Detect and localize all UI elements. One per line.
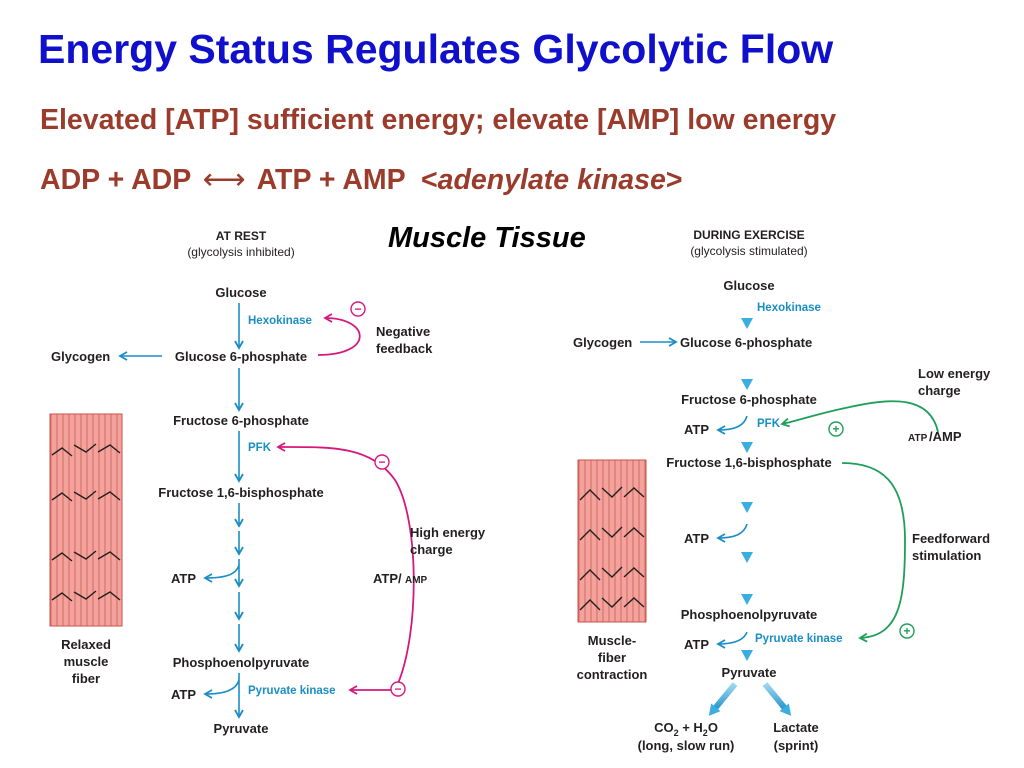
co2-part-a: CO (654, 720, 674, 735)
exercise-co2-note: (long, slow run) (638, 738, 735, 753)
rest-minus-icon-3 (390, 681, 406, 697)
rest-neg-feedback-2: feedback (376, 341, 433, 356)
rest-pfk-inhibition-arrow (276, 442, 415, 691)
slide-title: Energy Status Regulates Glycolytic Flow (38, 26, 834, 72)
exercise-atp-amp-big: /AMP (929, 429, 962, 444)
exercise-atp-3: ATP (684, 637, 709, 652)
enzyme-bracket-close: > (665, 164, 683, 196)
exercise-pfk-stimulation-arrow (780, 400, 939, 433)
enzyme-name: adenylate kinase (437, 164, 666, 196)
rest-minus-icon-1 (350, 301, 366, 317)
h2o-subscript: 2 (703, 728, 708, 738)
exercise-f16bp: Fructose 1,6-bisphosphate (666, 455, 831, 470)
exercise-glycogen: Glycogen (573, 335, 632, 350)
rest-fiber-label-1: Relaxed (61, 637, 111, 652)
contracted-fiber-image (577, 459, 647, 623)
exercise-arrow-to-lactate (762, 682, 792, 716)
exercise-low-energy-2: charge (918, 383, 961, 398)
exercise-pyruvate-kinase: Pyruvate kinase (755, 633, 843, 645)
exercise-pep: Phosphoenolpyruvate (681, 607, 818, 622)
rest-header-2: (glycolysis inhibited) (187, 245, 294, 259)
rest-minus-text-2: − (378, 455, 385, 469)
exercise-fiber-label-2: fiber (598, 650, 626, 665)
exercise-atp-1: ATP (684, 422, 709, 437)
exercise-lactate-note: (sprint) (774, 738, 819, 753)
exercise-lactate: Lactate (773, 720, 819, 735)
exercise-header-2: (glycolysis stimulated) (690, 244, 807, 258)
exercise-glucose: Glucose (723, 278, 774, 293)
rest-g6p: Glucose 6-phosphate (175, 349, 307, 364)
exercise-atp-arrow-1 (716, 415, 748, 435)
equation-right: ATP + AMP (256, 164, 406, 196)
equation-left: ADP + ADP (40, 164, 191, 196)
rest-panel: AT REST (glycolysis inhibited) Glucose H… (49, 229, 486, 736)
co2-part-c: O (708, 720, 718, 735)
exercise-feedforward-arrow (841, 462, 906, 643)
rest-fiber-label-2: muscle (64, 654, 109, 669)
muscle-tissue-label: Muscle Tissue (388, 222, 586, 254)
rest-pyruvate-kinase: Pyruvate kinase (248, 685, 336, 697)
rest-pyruvate: Pyruvate (214, 721, 269, 736)
co2-part-b: + H (679, 720, 703, 735)
rest-atp-arrow-2 (203, 679, 240, 699)
relaxed-fiber-image (49, 413, 123, 627)
exercise-arrow-to-co2 (708, 682, 738, 716)
subtitle-energy: Elevated [ATP] sufficient energy; elevat… (40, 104, 837, 136)
rest-minus-text-1: − (354, 302, 361, 316)
exercise-f6p: Fructose 6-phosphate (681, 392, 817, 407)
exercise-atp-amp-small: ATP (908, 433, 928, 444)
exercise-header-1: DURING EXERCISE (693, 228, 804, 242)
exercise-low-energy-1: Low energy (918, 366, 991, 381)
rest-pfk: PFK (248, 442, 272, 454)
exercise-plus-icon-1 (828, 421, 844, 437)
co2-subscript: 2 (674, 728, 679, 738)
exercise-panel: DURING EXERCISE (glycolysis stimulated) … (573, 228, 991, 753)
rest-fiber-label-3: fiber (72, 671, 100, 686)
rest-atp-1: ATP (171, 571, 196, 586)
rest-minus-icon-2 (374, 454, 390, 470)
exercise-feedforward-2: stimulation (912, 548, 981, 563)
rest-hexokinase: Hexokinase (248, 315, 312, 327)
exercise-plus-icon-2 (899, 623, 915, 639)
exercise-pfk: PFK (757, 418, 781, 430)
rest-atp-arrow-1 (203, 564, 240, 583)
double-arrow-icon: ⟷ (202, 163, 246, 196)
rest-header-1: AT REST (216, 229, 267, 243)
rest-minus-text-3: − (394, 682, 401, 696)
exercise-co2-h2o: CO2 + H2O (654, 720, 718, 738)
rest-atp-amp-small: AMP (405, 575, 428, 586)
rest-f16bp: Fructose 1,6-bisphosphate (158, 485, 323, 500)
exercise-atp-2: ATP (684, 531, 709, 546)
rest-atp-2: ATP (171, 687, 196, 702)
exercise-atp-arrow-2 (716, 523, 748, 543)
rest-negative-feedback-arrow (317, 313, 361, 356)
exercise-g6p: Glucose 6-phosphate (680, 335, 812, 350)
exercise-atp-arrow-3 (716, 631, 748, 649)
rest-high-energy-2: charge (410, 542, 453, 557)
rest-atp-amp-big: ATP/ (373, 571, 402, 586)
rest-pep: Phosphoenolpyruvate (173, 655, 310, 670)
rest-f6p: Fructose 6-phosphate (173, 413, 309, 428)
exercise-plus-text-2: + (903, 624, 910, 638)
rest-glucose: Glucose (215, 285, 266, 300)
exercise-fiber-label-3: contraction (577, 667, 648, 682)
exercise-pyruvate: Pyruvate (722, 665, 777, 680)
exercise-fiber-label-1: Muscle- (588, 633, 636, 648)
exercise-feedforward-1: Feedforward (912, 531, 990, 546)
exercise-plus-text-1: + (832, 422, 839, 436)
rest-high-energy-1: High energy (410, 525, 486, 540)
rest-neg-feedback-1: Negative (376, 324, 430, 339)
exercise-hexokinase: Hexokinase (757, 302, 821, 314)
adenylate-kinase-equation: ADP + ADP ⟷ ATP + AMP <adenylate kinase> (40, 162, 682, 197)
rest-glycogen: Glycogen (51, 349, 110, 364)
enzyme-bracket-open: < (421, 164, 438, 196)
